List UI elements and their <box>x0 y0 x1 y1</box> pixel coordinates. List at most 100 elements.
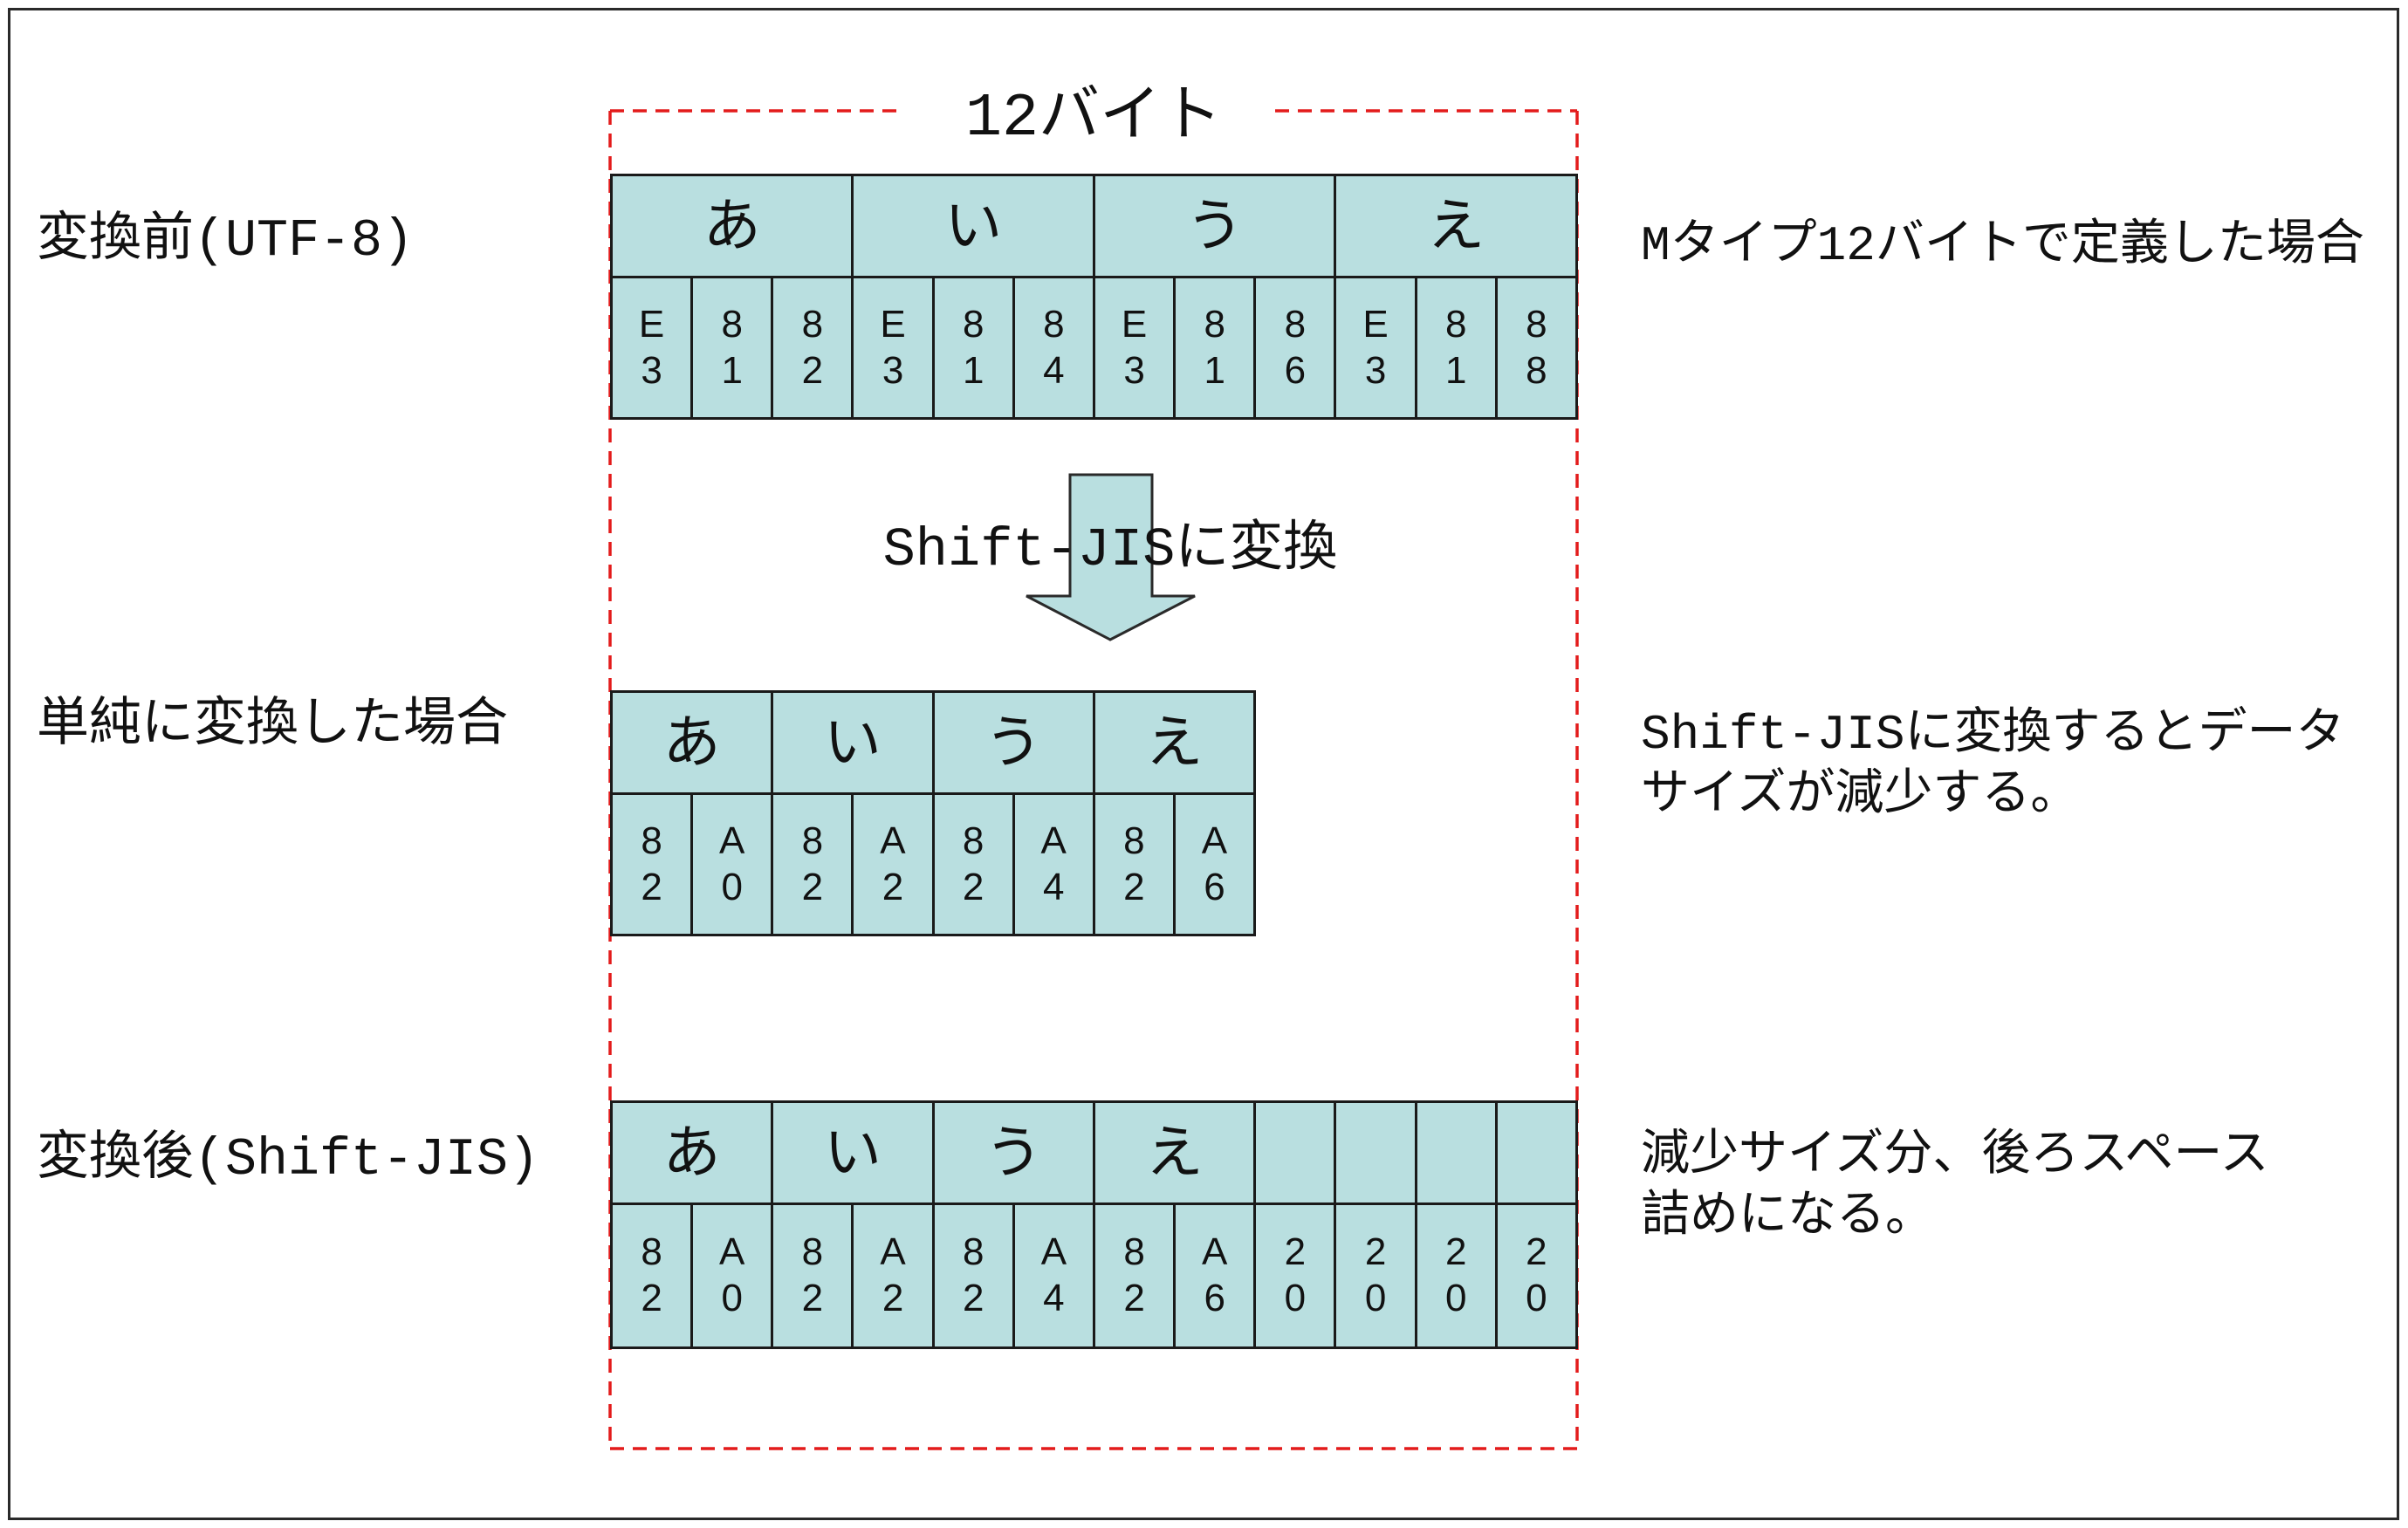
byte-value: 81 <box>962 302 984 392</box>
byte-cell: 86 <box>1256 278 1334 417</box>
char-value: う <box>1185 192 1244 259</box>
byte-value: 82 <box>801 1230 824 1319</box>
char-value: え <box>1145 709 1204 776</box>
bracket-label: 12バイト <box>964 85 1223 154</box>
simple-conversion-byte-block: あ い う え 82 A0 82 A2 82 A4 82 A6 <box>610 690 1256 936</box>
char-cell: い <box>854 176 1093 276</box>
space-byte-cell: 20 <box>1256 1205 1334 1346</box>
byte-cell: 82 <box>773 1205 852 1346</box>
byte-value: 20 <box>1526 1230 1547 1319</box>
space-byte-cell: 20 <box>1417 1205 1495 1346</box>
byte-cell: 82 <box>613 795 691 934</box>
byte-value: 82 <box>962 819 984 908</box>
row-note-simple: Shift-JISに変換するとデータ サイズが減少する。 <box>1641 704 2344 826</box>
char-cell: あ <box>613 176 852 276</box>
row-note-sjis: 減少サイズ分、後ろスペース 詰めになる。 <box>1641 1126 2269 1248</box>
space-byte-cell: 20 <box>1336 1205 1415 1346</box>
byte-cell: A2 <box>854 795 932 934</box>
row-label-utf8: 変換前(UTF-8) <box>37 212 415 271</box>
char-cell: う <box>1094 176 1334 276</box>
byte-cell: A0 <box>693 795 772 934</box>
byte-value: 82 <box>1123 819 1145 908</box>
char-cell: え <box>1336 176 1575 276</box>
char-cell: う <box>934 1103 1093 1203</box>
byte-value: A2 <box>880 819 906 908</box>
arrow-label: Shift-JISに変換 <box>882 519 1338 581</box>
byte-value: A6 <box>1201 819 1228 908</box>
byte-cell: A2 <box>854 1205 932 1346</box>
char-cell: う <box>934 693 1093 792</box>
byte-value: 81 <box>721 302 743 392</box>
byte-value: 82 <box>641 819 662 908</box>
byte-cell: A4 <box>1014 1205 1093 1346</box>
char-value: い <box>944 192 1003 259</box>
byte-value: 82 <box>801 302 824 392</box>
byte-value: A4 <box>1040 819 1067 908</box>
char-value: え <box>1427 192 1485 259</box>
byte-value: A2 <box>880 1230 906 1319</box>
byte-cell: E3 <box>1336 278 1415 417</box>
byte-value: E3 <box>1362 302 1389 392</box>
byte-value: 20 <box>1284 1230 1307 1319</box>
byte-cell: 88 <box>1497 278 1575 417</box>
byte-value: E3 <box>880 302 906 392</box>
utf8-byte-block: あ い う え E3 81 82 E3 81 84 E3 81 86 E3 81… <box>610 174 1578 420</box>
char-value: う <box>984 709 1043 776</box>
byte-cell: E3 <box>854 278 932 417</box>
byte-value: 82 <box>962 1230 984 1319</box>
char-value: あ <box>662 1119 721 1186</box>
byte-value: 20 <box>1444 1230 1467 1319</box>
row-label-sjis: 変換後(Shift-JIS) <box>37 1131 540 1190</box>
byte-value: 86 <box>1284 302 1307 392</box>
byte-cell: 81 <box>1417 278 1495 417</box>
byte-cell: 81 <box>693 278 772 417</box>
note-line: 詰めになる。 <box>1641 1189 1934 1245</box>
byte-cell: 81 <box>934 278 1012 417</box>
byte-value: E3 <box>638 302 665 392</box>
diagram-frame <box>8 8 2399 1520</box>
char-value: え <box>1145 1119 1204 1186</box>
char-value: う <box>984 1119 1043 1186</box>
sjis-byte-block: あ い う え 82 A0 82 A2 82 A4 82 A6 20 20 20… <box>610 1100 1578 1349</box>
byte-value: A0 <box>719 819 745 908</box>
byte-cell: A6 <box>1176 1205 1254 1346</box>
byte-cell: 82 <box>773 278 852 417</box>
byte-cell: A6 <box>1175 795 1253 934</box>
note-line: サイズが減少する。 <box>1641 768 2080 824</box>
byte-value: 81 <box>1204 302 1225 392</box>
byte-value: 84 <box>1043 302 1065 392</box>
char-cell: あ <box>613 693 772 792</box>
byte-cell: 82 <box>613 1205 691 1346</box>
space-char-cell <box>1417 1103 1495 1203</box>
byte-value: A0 <box>719 1230 745 1319</box>
row-note-utf8: Mタイプ12バイトで定義した場合 <box>1641 216 2364 277</box>
byte-cell: A4 <box>1014 795 1093 934</box>
byte-value: A4 <box>1040 1230 1067 1319</box>
char-cell: い <box>773 693 932 792</box>
byte-cell: 82 <box>934 795 1012 934</box>
byte-cell: 82 <box>773 795 852 934</box>
space-char-cell <box>1336 1103 1415 1203</box>
space-char-cell <box>1497 1103 1575 1203</box>
byte-cell: E3 <box>613 278 691 417</box>
char-cell: あ <box>613 1103 772 1203</box>
byte-value: 82 <box>801 819 824 908</box>
char-cell: え <box>1094 1103 1254 1203</box>
byte-cell: 82 <box>1094 795 1173 934</box>
byte-cell: 82 <box>934 1205 1012 1346</box>
char-cell: い <box>773 1103 932 1203</box>
space-char-cell <box>1256 1103 1334 1203</box>
byte-value: 88 <box>1526 302 1547 392</box>
char-value: あ <box>703 192 761 259</box>
char-cell: え <box>1094 693 1253 792</box>
byte-cell: 84 <box>1014 278 1093 417</box>
byte-value: 82 <box>641 1230 662 1319</box>
char-value: あ <box>662 709 721 776</box>
char-value: い <box>823 709 882 776</box>
note-line: 減少サイズ分、後ろスペース <box>1641 1128 2269 1184</box>
note-line: Mタイプ12バイトで定義した場合 <box>1641 218 2364 274</box>
row-label-simple: 単純に変換した場合 <box>37 697 508 757</box>
note-line: Shift-JISに変換するとデータ <box>1641 707 2345 763</box>
